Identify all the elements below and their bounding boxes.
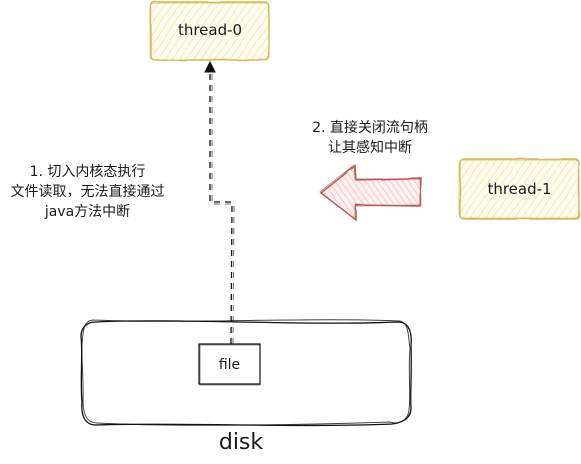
read-connector <box>204 60 235 345</box>
thread-1-node <box>458 158 580 220</box>
thread-0-node <box>149 1 270 61</box>
file-node <box>198 343 261 386</box>
thread-0-label: thread-0 <box>177 21 243 39</box>
interrupt-arrow <box>319 164 422 222</box>
disk-label: disk <box>218 430 264 455</box>
thread-1-label: thread-1 <box>487 180 552 198</box>
step-2-note: 2. 直接关闭流句柄 让其感知中断 <box>312 120 428 156</box>
file-label: file <box>218 357 241 373</box>
step-1-note: 1. 切入内核态执行 文件读取，无法直接通过 java方法中断 <box>10 164 165 220</box>
connector-arrowhead <box>204 60 216 73</box>
